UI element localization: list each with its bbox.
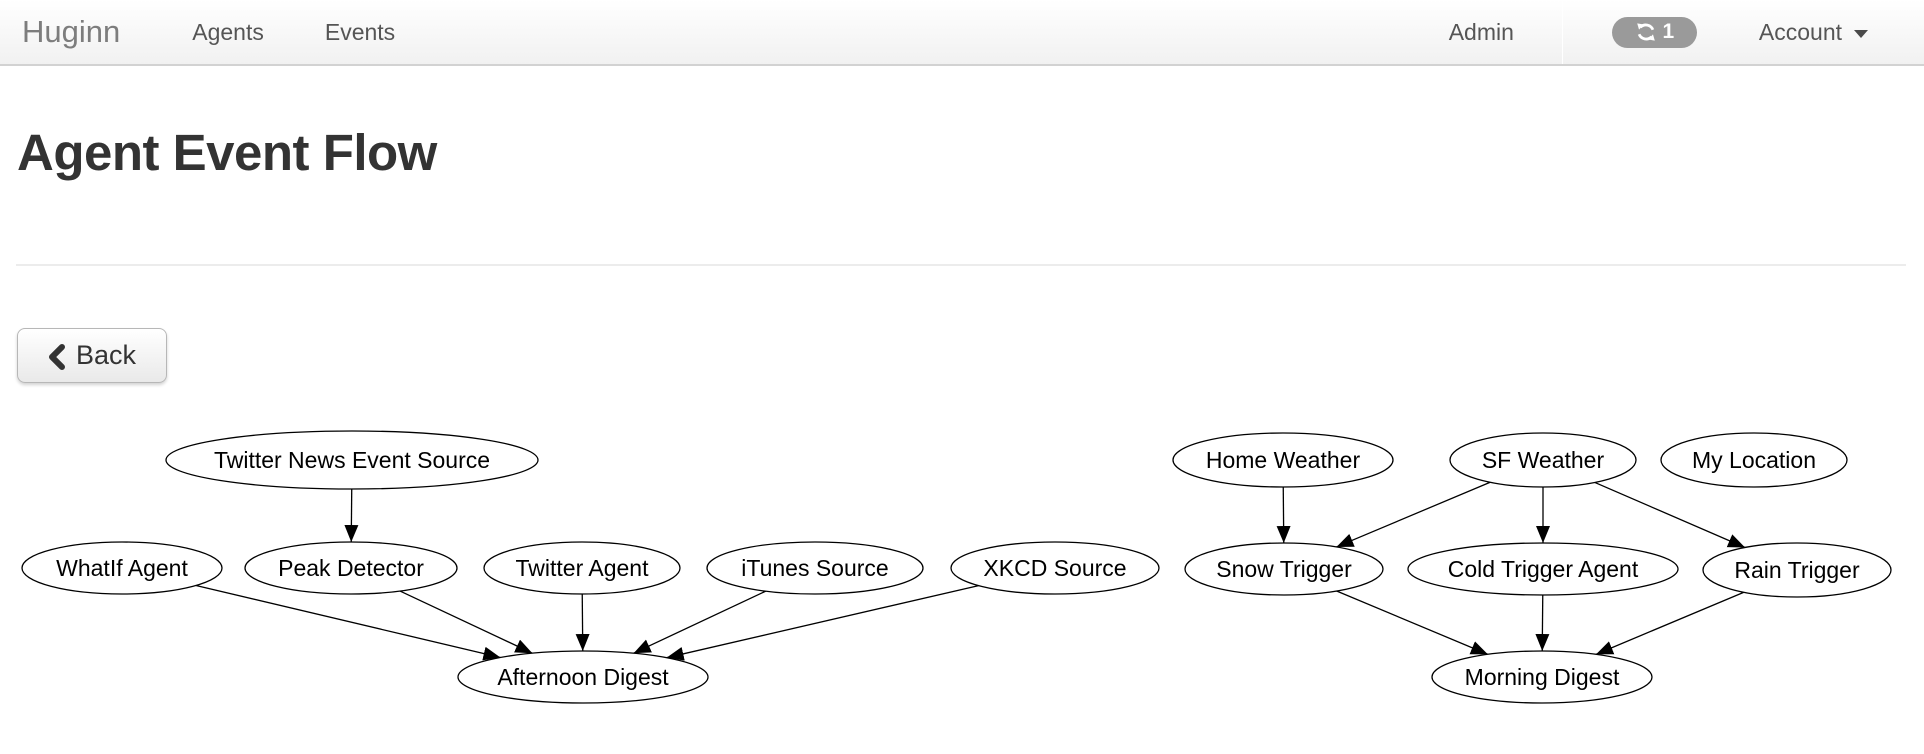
- page-title: Agent Event Flow: [17, 124, 437, 181]
- graph-node-label-twitter_news: Twitter News Event Source: [214, 447, 490, 473]
- account-label: Account: [1758, 18, 1842, 45]
- graph-node-peak: [244, 541, 458, 595]
- graph-node-label-morning: Morning Digest: [1465, 664, 1620, 690]
- brand-link[interactable]: Huginn: [22, 14, 121, 49]
- graph-node-label-sf_weather: SF Weather: [1482, 447, 1605, 473]
- graph-node-sf_weather: [1449, 432, 1637, 488]
- graph-edge-snow-to-morning: [1336, 590, 1489, 655]
- graph-edge-cold-to-morning: [1535, 594, 1550, 652]
- graph-node-label-xkcd: XKCD Source: [983, 555, 1126, 581]
- graph-node-cold: [1407, 542, 1679, 596]
- job-count-badge[interactable]: 1: [1611, 16, 1697, 48]
- graph-edge-itunes-to-afternoon: [633, 590, 767, 654]
- graph-edge-home_weather-to-snow: [1276, 486, 1291, 544]
- graph-node-label-my_location: My Location: [1692, 447, 1816, 473]
- refresh-icon: [1635, 21, 1657, 43]
- graph-edge-xkcd-to-afternoon: [666, 585, 979, 661]
- chevron-left-icon: [48, 343, 65, 370]
- graph-edge-rain-to-morning: [1595, 591, 1745, 655]
- graph-node-rain: [1702, 542, 1892, 598]
- graph-node-label-snow: Snow Trigger: [1216, 556, 1352, 582]
- graph-node-home_weather: [1172, 432, 1394, 488]
- graph-node-label-home_weather: Home Weather: [1206, 447, 1361, 473]
- graph-node-my_location: [1660, 432, 1848, 488]
- navbar: Huginn Agents Events Admin 1 Account: [0, 0, 1924, 66]
- graph-node-twitter_news: [165, 430, 539, 490]
- graph-node-morning: [1431, 650, 1653, 704]
- graph-edge-twitter_agent-to-afternoon: [575, 593, 590, 652]
- nav-events-link[interactable]: Events: [324, 18, 396, 45]
- graph-node-label-rain: Rain Trigger: [1734, 557, 1860, 583]
- graph-node-label-peak: Peak Detector: [278, 555, 424, 581]
- navbar-divider: [1561, 0, 1563, 64]
- graph-edge-whatif-to-afternoon: [195, 584, 501, 661]
- graph-node-afternoon: [457, 650, 709, 704]
- graph-node-label-twitter_agent: Twitter Agent: [516, 555, 650, 581]
- graph-node-label-afternoon: Afternoon Digest: [497, 664, 669, 690]
- badge-count: 1: [1662, 20, 1675, 43]
- back-button[interactable]: Back: [17, 328, 167, 383]
- nav-agents-link[interactable]: Agents: [192, 18, 264, 45]
- graph-node-label-whatif: WhatIf Agent: [56, 555, 188, 581]
- graph-node-whatif: [21, 541, 223, 595]
- graph-node-snow: [1184, 542, 1384, 596]
- graph-node-label-itunes: iTunes Source: [741, 555, 888, 581]
- graph-node-label-cold: Cold Trigger Agent: [1448, 556, 1639, 582]
- account-menu[interactable]: Account: [1759, 19, 1868, 46]
- graph-node-itunes: [706, 541, 924, 595]
- navbar-right: Admin 1 Account: [1449, 0, 1924, 64]
- title-divider: [16, 263, 1906, 266]
- graph-node-twitter_agent: [483, 541, 681, 595]
- graph-node-xkcd: [950, 541, 1160, 595]
- graph-edge-sf_weather-to-snow: [1336, 481, 1491, 548]
- graph-edge-peak-to-afternoon: [399, 590, 533, 654]
- nav-admin-link[interactable]: Admin: [1448, 18, 1514, 45]
- caret-down-icon: [1854, 29, 1868, 38]
- graph-edge-sf_weather-to-rain: [1594, 481, 1746, 549]
- back-label: Back: [75, 340, 137, 370]
